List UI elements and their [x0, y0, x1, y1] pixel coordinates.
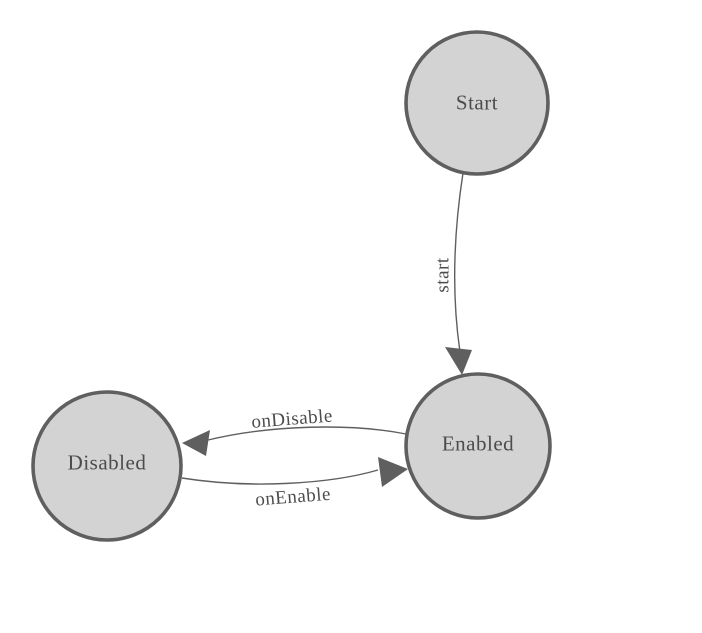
node-start: Start: [404, 30, 550, 176]
arrowhead-icon: [445, 347, 472, 375]
edge-disabled-to-enabled: onEnable: [181, 457, 408, 511]
edge-label-start: start: [433, 257, 454, 292]
node-disabled: Disabled: [31, 390, 183, 542]
node-circle-disabled: [31, 390, 183, 542]
edge-label-ondisable: onDisable: [251, 405, 334, 432]
edge-line-disabled-to-enabled: [181, 469, 379, 485]
arrowhead-icon: [182, 430, 210, 456]
edge-line-enabled-to-disabled: [207, 426, 407, 441]
node-enabled: Enabled: [404, 372, 552, 520]
arrowhead-icon: [378, 457, 408, 487]
node-label-enabled: Enabled: [442, 431, 514, 455]
edge-enabled-to-disabled: onDisable: [182, 405, 407, 456]
node-circle-start: [404, 30, 550, 176]
node-circle-enabled: [404, 372, 552, 520]
node-label-disabled: Disabled: [68, 450, 147, 474]
node-label-start: Start: [456, 90, 498, 114]
edge-line-start-to-enabled: [453, 172, 464, 353]
edge-label-onenable: onEnable: [255, 484, 332, 511]
edge-start-to-enabled: start: [433, 172, 472, 375]
